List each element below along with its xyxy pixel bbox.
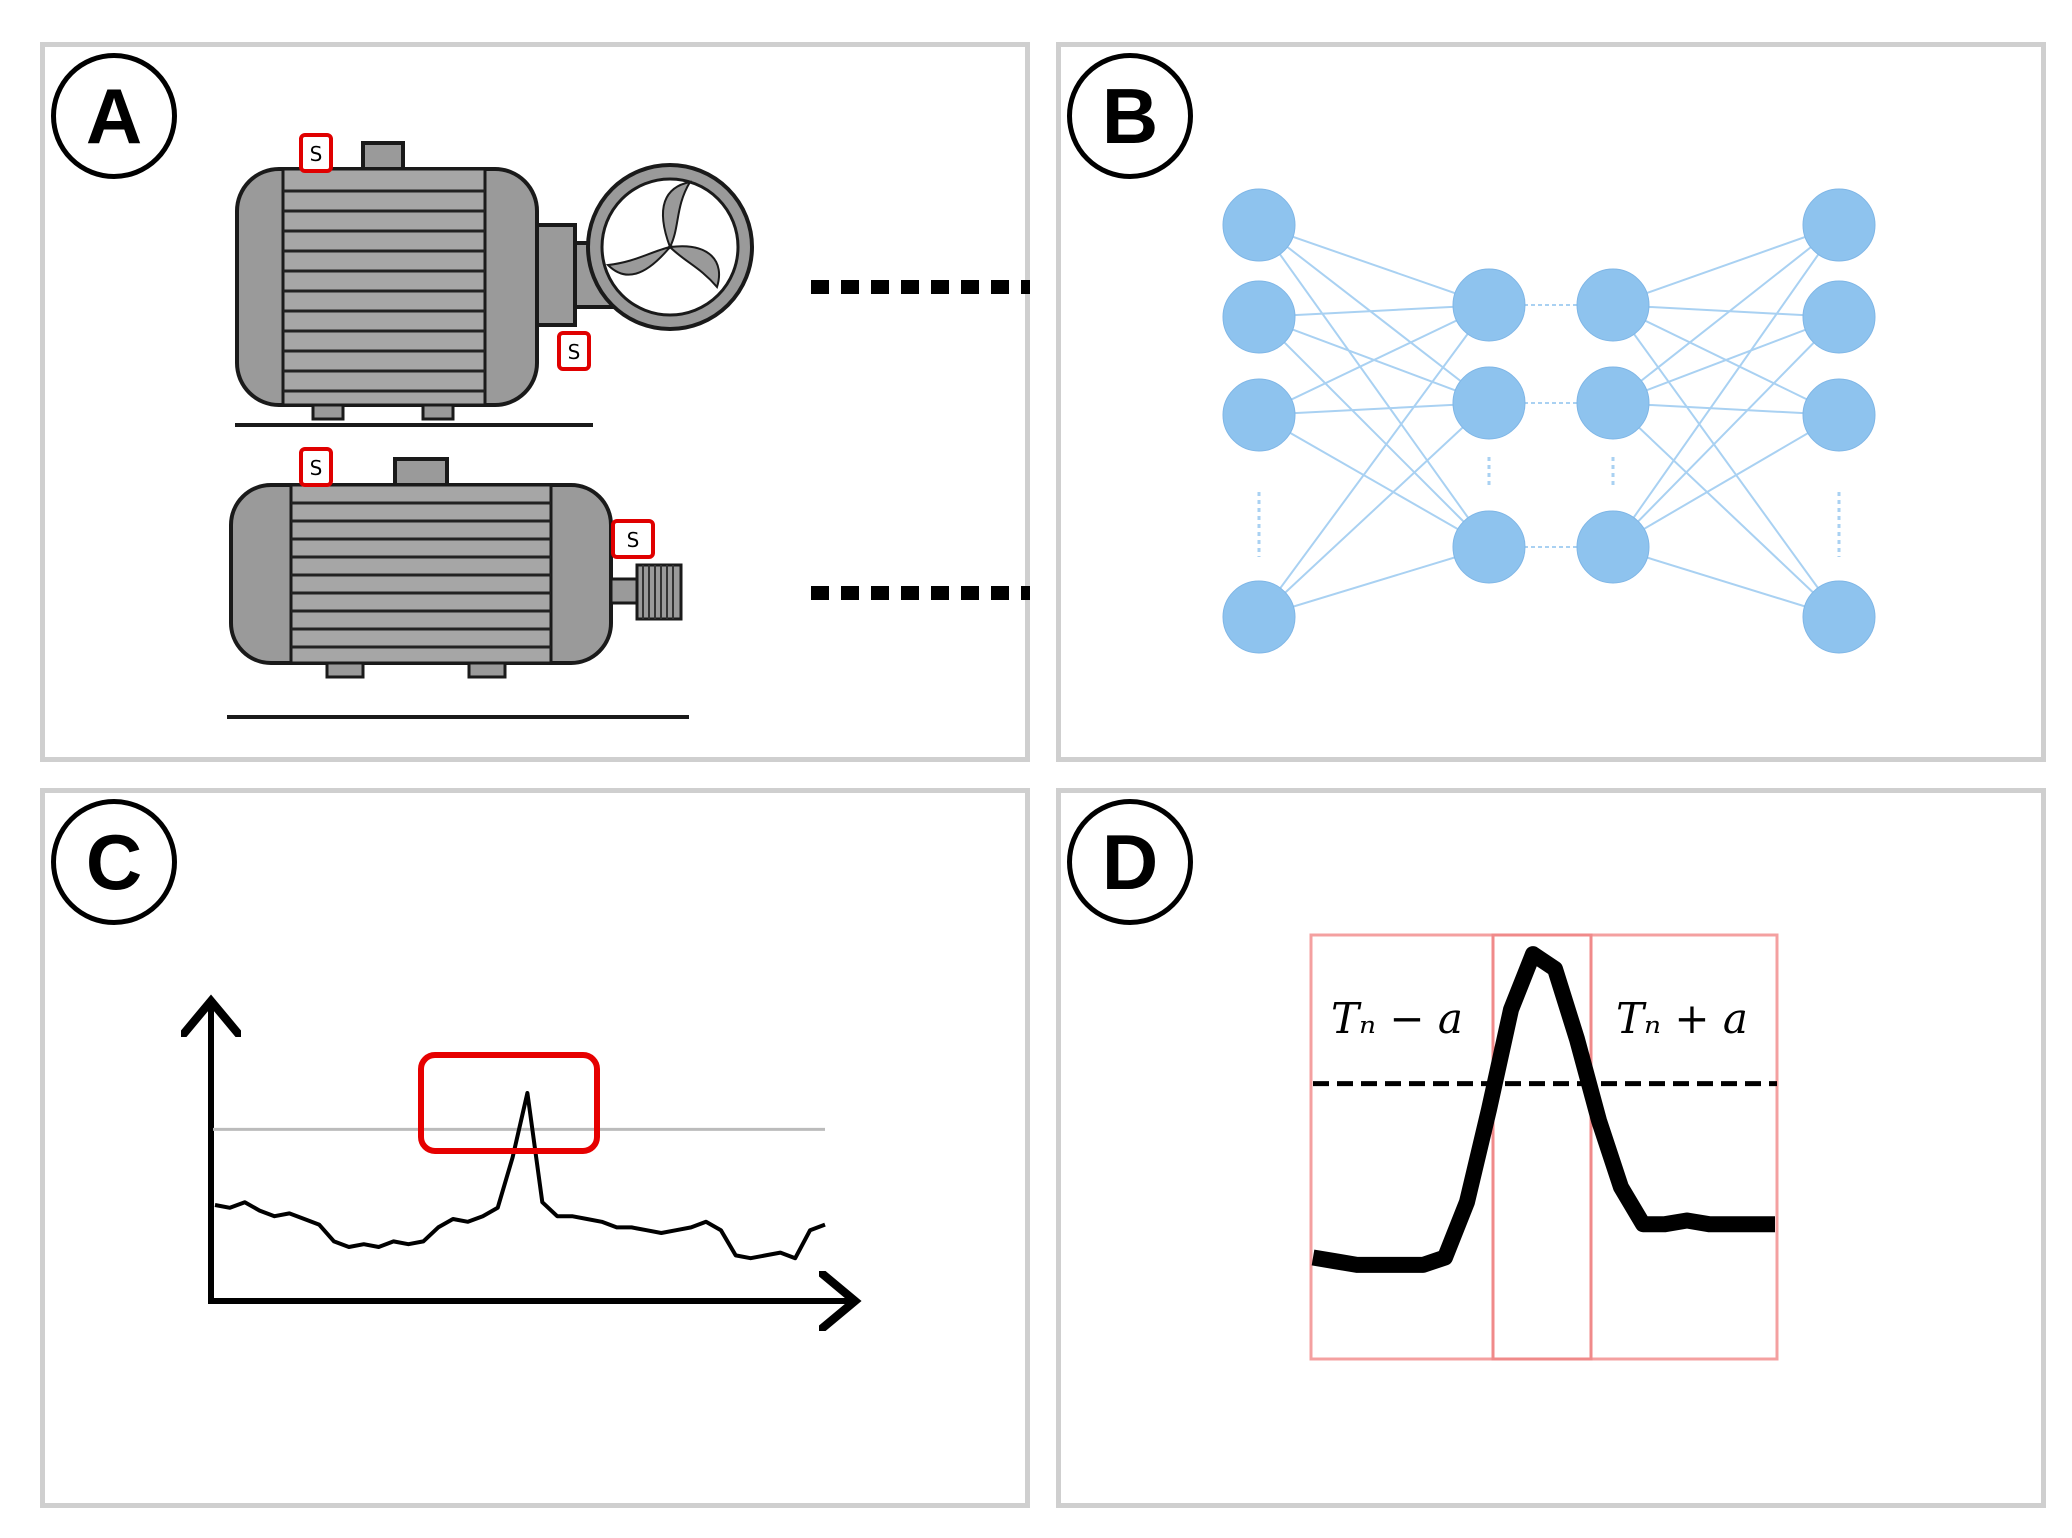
network-edge [1612,316,1840,404]
panel-d-label: D [1067,799,1193,925]
network-edge [1612,224,1840,306]
network-node [1222,188,1296,262]
anomaly-highlight-box [418,1052,600,1154]
panel-d: Tₙ − a Tₙ + a D [1056,788,2046,1508]
network-node [1222,378,1296,452]
window-label-left: Tₙ − a [1331,994,1463,1043]
network-edge [1612,546,1840,618]
network-edge [1612,414,1840,548]
neural-network-diagram [1222,188,1876,654]
network-node [1802,280,1876,354]
sensor-label: S [627,528,640,552]
network-edge [1612,224,1840,548]
network-edge [1258,304,1490,416]
network-edge [1612,304,1840,618]
network-edge [1612,402,1840,618]
panel-b-label: B [1067,53,1193,179]
network-node [1576,268,1650,342]
signal-line [214,1091,826,1261]
window-center-box [1491,933,1593,1361]
sensor-icon: S [299,133,333,173]
network-edge [1612,304,1840,318]
network-node [1452,510,1526,584]
network-edge [1258,224,1490,404]
network-edge [1258,414,1490,548]
network-node [1452,268,1526,342]
peak-signal-line [1311,946,1775,1273]
network-edge [1258,546,1490,618]
peak-window-plot: Tₙ − a Tₙ + a [1309,933,1779,1361]
network-node [1222,580,1296,654]
panel-b: B [1056,42,2046,762]
motors-illustration: S S [227,133,1030,719]
network-edge [1258,402,1490,618]
network-edge [1612,402,1840,416]
motor-with-fan: S S [235,133,754,427]
network-node [1576,366,1650,440]
sensor-icon: S [557,331,591,371]
panel-a: S S [40,42,1030,762]
network-edge [1258,402,1490,416]
network-node [1802,188,1876,262]
panel-c: C [40,788,1030,1508]
network-edge [1612,316,1840,548]
network-edge [1258,316,1490,548]
motor-with-shaft: S S [227,447,689,719]
network-node [1222,280,1296,354]
sensor-label: S [310,456,323,480]
network-node [1576,510,1650,584]
signal-plot [45,793,1035,1513]
network-edges [1258,224,1840,618]
panel-c-label: C [51,799,177,925]
network-node [1802,580,1876,654]
network-edge [1612,224,1840,404]
network-edge [1258,224,1490,306]
window-label-right: Tₙ + a [1616,994,1748,1043]
sensor-label: S [310,142,323,166]
sensor-icon: S [299,447,333,487]
panel-a-label: A [51,53,177,179]
network-node [1802,378,1876,452]
network-edge [1258,304,1490,618]
sensor-icon: S [611,519,655,559]
network-node [1452,366,1526,440]
sensor-label: S [568,340,581,364]
network-edge [1258,304,1490,318]
network-edge [1258,224,1490,548]
